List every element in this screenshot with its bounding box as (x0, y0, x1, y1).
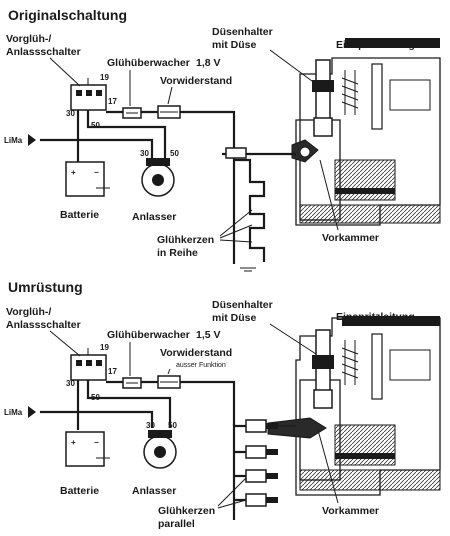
glow-plugs-series (225, 147, 266, 272)
lima-label-bottom: LiMa (4, 408, 23, 417)
wires-bottom (40, 380, 236, 520)
starter-terminal-30-bottom: 30 (146, 421, 155, 430)
switch-label-line2-bottom: Anlassschalter (6, 319, 81, 331)
svg-text:−: − (94, 438, 99, 447)
nozzle-holder-label-bottom-2: mit Düse (212, 312, 257, 324)
original-circuit: Originalschaltung Vorglü (4, 7, 441, 272)
injection-line-label-top: Einspritzleitung (336, 39, 415, 51)
glow-monitor-top (122, 107, 142, 119)
nozzle-holder-label-top-1: Düsenhalter (212, 26, 273, 38)
terminal-19-bottom: 19 (100, 343, 109, 352)
svg-text:+: + (71, 438, 76, 447)
starter-motor-bottom (143, 430, 177, 469)
lima-label-top: LiMa (4, 136, 23, 145)
starter-terminal-50-top: 50 (170, 149, 179, 158)
original-title: Originalschaltung (8, 7, 127, 23)
glow-plugs-label-top-2: in Reihe (157, 247, 198, 259)
resistor-label-bottom: Vorwiderstand (160, 347, 232, 359)
injection-line-label-bottom: Einspritzleitung (336, 311, 415, 323)
terminal-17-top: 17 (108, 97, 117, 106)
preglow-switch-bottom[interactable] (70, 348, 107, 381)
switch-label-line1: Vorglüh-/ (6, 33, 51, 45)
glow-plug-4 (245, 493, 278, 507)
series-resistor-top (157, 105, 181, 119)
injection-pipe-top (345, 38, 440, 48)
svg-text:+: + (71, 168, 76, 177)
glow-monitor-label-top: Glühüberwacher (107, 57, 190, 69)
nozzle-holder-label-bottom-1: Düsenhalter (212, 299, 273, 311)
starter-terminal-50-bottom: 50 (168, 421, 177, 430)
terminal-50-top: 50 (91, 121, 100, 130)
glow-monitor-voltage-top: 1,8 V (196, 57, 221, 69)
starter-label-top: Anlasser (132, 211, 176, 223)
battery-label-top: Batterie (60, 209, 99, 221)
glow-monitor-voltage-bottom: 1,5 V (196, 329, 221, 341)
glow-monitor-label-bottom: Glühüberwacher (107, 329, 190, 341)
lima-arrow-top (28, 134, 36, 146)
engine-section-bottom (267, 316, 441, 496)
svg-text:−: − (94, 168, 99, 177)
engine-section-top (291, 38, 441, 226)
prechamber-label-top: Vorkammer (322, 232, 379, 244)
glow-monitor-bottom (122, 377, 142, 389)
glow-plug-3 (245, 469, 278, 483)
resistor-note-bottom: ausser Funktion (176, 362, 226, 369)
nozzle-holder-label-top-2: mit Düse (212, 39, 257, 51)
switch-label-line2: Anlassschalter (6, 46, 81, 58)
series-resistor-bottom (157, 375, 181, 389)
terminal-30-top: 30 (66, 109, 75, 118)
prechamber-label-bottom: Vorkammer (322, 505, 379, 517)
glow-plugs-label-top-1: Glühkerzen (157, 234, 214, 246)
terminal-19-top: 19 (100, 73, 109, 82)
starter-label-bottom: Anlasser (132, 485, 176, 497)
retrofit-title: Umrüstung (8, 279, 83, 295)
starter-terminal-30-top: 30 (140, 149, 149, 158)
lima-arrow-bottom (28, 406, 36, 418)
glow-plugs-parallel (234, 419, 296, 507)
starter-motor-top (141, 158, 175, 197)
battery-top: + − (65, 161, 110, 197)
glow-plug-2 (245, 445, 278, 459)
glow-plugs-label-bottom-2: parallel (158, 518, 195, 530)
terminal-17-bottom: 17 (108, 367, 117, 376)
injection-pipe-bottom (342, 316, 440, 326)
resistor-label-top: Vorwiderstand (160, 75, 232, 87)
retrofit-circuit: Umrüstung Vorglüh-/ Anlasss (4, 279, 441, 530)
preglow-switch-top[interactable] (70, 78, 107, 111)
switch-label-line1-bottom: Vorglüh-/ (6, 306, 51, 318)
battery-label-bottom: Batterie (60, 485, 99, 497)
battery-bottom: + − (65, 431, 110, 467)
glow-plug-1 (245, 419, 278, 433)
glow-plugs-label-bottom-1: Glühkerzen (158, 505, 215, 517)
terminal-30-bottom: 30 (66, 379, 75, 388)
